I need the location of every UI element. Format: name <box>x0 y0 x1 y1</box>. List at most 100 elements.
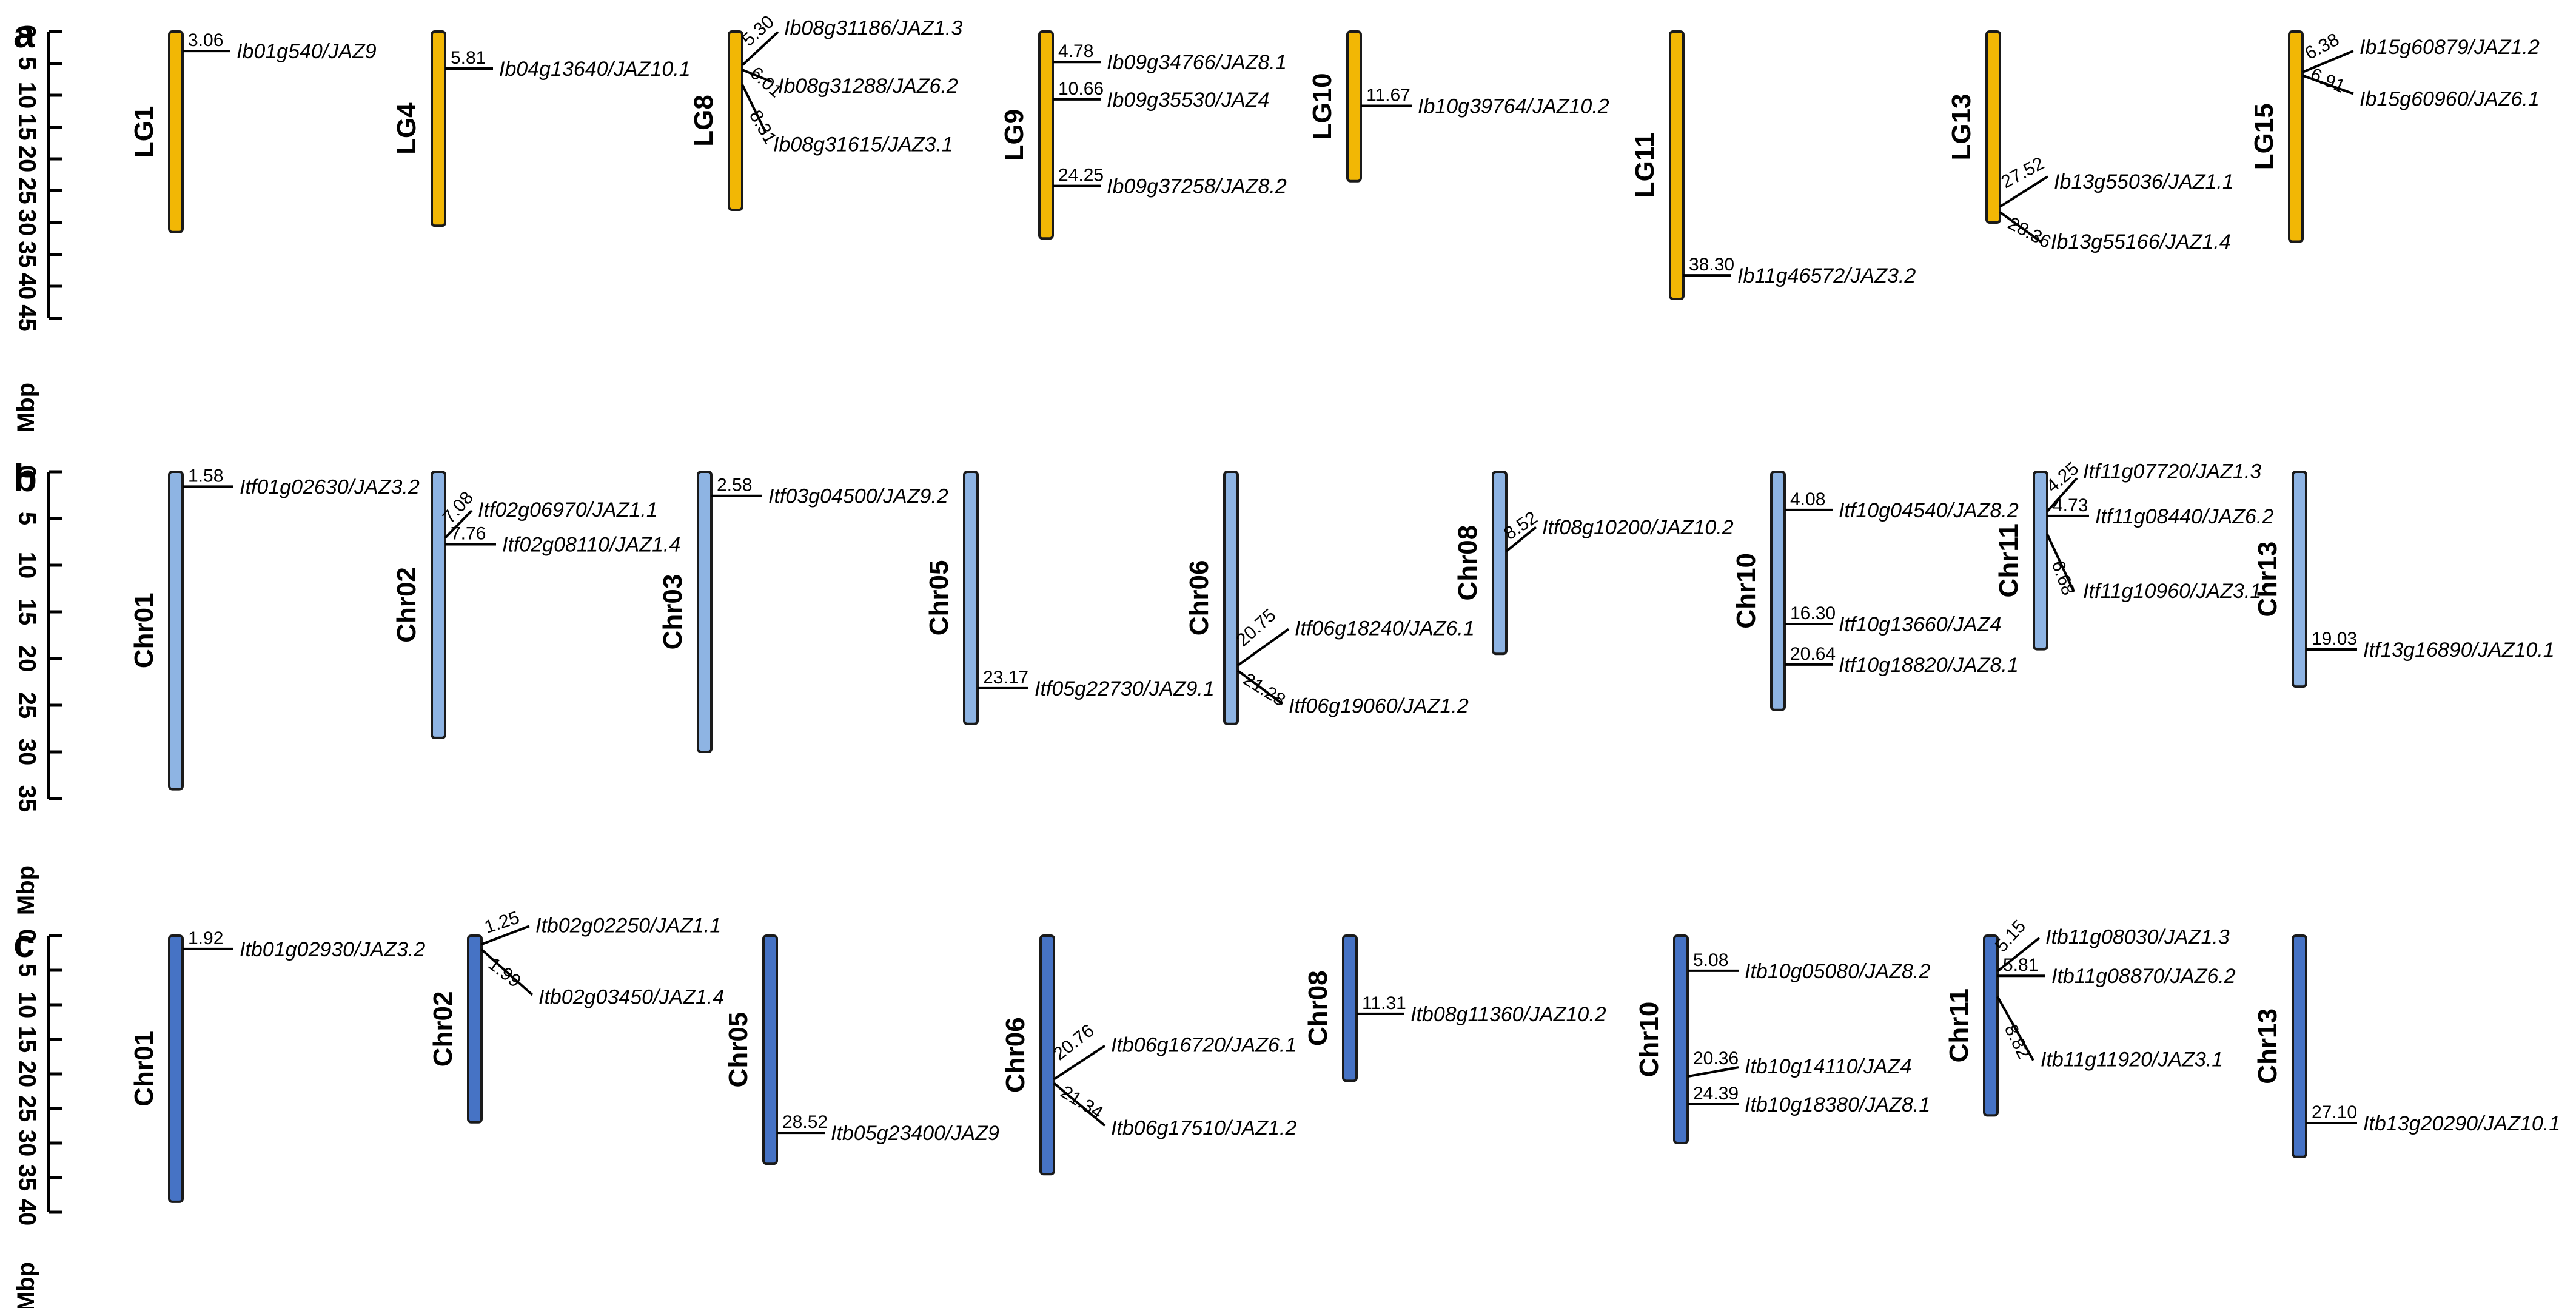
chromosome-name: Chr03 <box>658 574 688 650</box>
chromosome-bar <box>1492 471 1508 656</box>
gene-name-label: Itf02g08110/JAZ1.4 <box>502 534 680 557</box>
scale-tick-label: 40 <box>13 273 40 300</box>
panel-letter-c: c <box>13 922 35 965</box>
chromosome-bar <box>1342 934 1358 1082</box>
chromosome-name: Chr05 <box>723 1012 753 1088</box>
chromosome-name: LG11 <box>1630 133 1660 198</box>
gene-name-label: Ib04g13640/JAZ10.1 <box>499 58 691 81</box>
gene-name-label: Ib08g31615/JAZ3.1 <box>773 133 953 156</box>
gene-name-label: Itf01g02630/JAZ3.2 <box>240 475 420 498</box>
gene-tick-line <box>741 31 779 67</box>
scale-tick-label: 25 <box>13 177 40 204</box>
scale-tick-label: 20 <box>13 1061 40 1088</box>
gene-tick-line <box>1999 211 2043 244</box>
chromosome-name: LG10 <box>1307 73 1337 139</box>
gene-position-label: 4.73 <box>2053 495 2088 515</box>
chromosome-name: LG1 <box>129 106 159 158</box>
gene-position-label: 10.66 <box>1058 79 1104 99</box>
chromosome-name: Chr06 <box>1184 560 1214 636</box>
scale-tick-label: 45 <box>13 304 40 332</box>
gene-tick-line <box>1236 669 1284 705</box>
gene-tick-line <box>1505 526 1537 552</box>
scale-tick-label: 10 <box>13 552 40 579</box>
scale-tick-label: 30 <box>13 209 40 236</box>
gene-name-label: Ib13g55036/JAZ1.1 <box>2054 170 2234 193</box>
chromosome-name: Chr05 <box>924 560 954 636</box>
gene-name-label: Itb11g08870/JAZ6.2 <box>2051 965 2236 988</box>
gene-name-label: Itb08g11360/JAZ10.2 <box>1410 1003 1606 1026</box>
chromosome-bar <box>467 934 483 1124</box>
chromosome-bar <box>168 934 184 1203</box>
gene-tick-line <box>742 69 773 83</box>
scale-tick-label: 40 <box>13 1199 40 1226</box>
chromosome-bar <box>2292 471 2307 688</box>
chromosome-name: Chr01 <box>129 1031 159 1107</box>
gene-tick-line <box>1996 996 2034 1061</box>
chromosome-bar <box>963 471 979 725</box>
gene-name-label: Itf11g08440/JAZ6.2 <box>2095 505 2273 528</box>
scale-unit-label: Mbp <box>13 1262 39 1308</box>
gene-name-label: Ib09g34766/JAZ8.1 <box>1107 51 1287 74</box>
gene-position-label: 24.39 <box>1693 1084 1739 1104</box>
gene-name-label: Itf03g04500/JAZ9.2 <box>768 485 948 508</box>
chromosome-name: Chr02 <box>428 991 458 1067</box>
gene-position-label: 5.08 <box>1693 950 1728 970</box>
gene-name-label: Itf13g16890/JAZ10.1 <box>2363 639 2555 662</box>
chromosome-bar <box>1038 30 1054 240</box>
chromosome-name: Chr11 <box>1944 988 1974 1062</box>
gene-name-label: Itb10g14110/JAZ4 <box>1745 1055 1911 1078</box>
chromosome-name: LG13 <box>1947 93 1976 160</box>
scale-tick-label: 35 <box>13 785 40 813</box>
gene-name-label: Ib15g60960/JAZ6.1 <box>2360 88 2540 111</box>
gene-position-label: 3.06 <box>188 30 223 50</box>
chromosome-bar <box>1770 471 1786 711</box>
gene-tick-line <box>1996 937 2041 973</box>
gene-position-label: 19.03 <box>2312 629 2357 649</box>
gene-position-label: 11.31 <box>1362 993 1406 1013</box>
gene-tick-line <box>2302 74 2354 95</box>
scale-unit-label: Mbp <box>13 865 39 915</box>
chromosome-bar <box>1983 934 1999 1117</box>
gene-name-label: Itf06g19060/JAZ1.2 <box>1289 695 1469 718</box>
chromosome-name: Chr08 <box>1453 525 1483 601</box>
gene-name-label: Itb01g02930/JAZ3.2 <box>240 938 425 961</box>
scale-tick-label: 10 <box>13 991 40 1019</box>
gene-name-label: Ib08g31186/JAZ1.3 <box>784 17 962 40</box>
scale-tick-label: 0 <box>13 465 40 478</box>
chromosome-bar <box>1985 30 2001 224</box>
gene-tick-line <box>444 509 473 539</box>
chromosome-bar <box>431 30 446 227</box>
gene-position-label: 1.58 <box>188 466 223 486</box>
gene-marker: 1.58 Itf01g02630/JAZ3.2 <box>183 466 420 498</box>
gene-position-label: 4.78 <box>1058 41 1093 61</box>
gene-name-label: Itb06g16720/JAZ6.1 <box>1111 1034 1296 1057</box>
scale-tick-label: 15 <box>13 1026 40 1053</box>
gene-name-label: Itb10g05080/JAZ8.2 <box>1745 960 1930 983</box>
